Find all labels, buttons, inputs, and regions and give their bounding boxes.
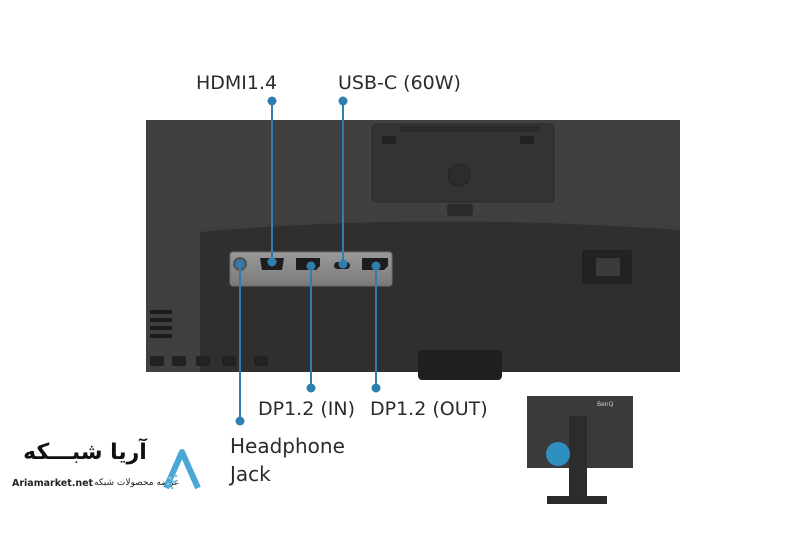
dp-in-label: DP1.2 (IN): [258, 398, 355, 420]
thumbnail-highlight-dot: [546, 442, 570, 466]
hdmi-label: HDMI1.4: [196, 72, 278, 94]
thumbnail-stand-base: [547, 496, 607, 504]
brand-name: آریا شبـــکه: [23, 440, 147, 465]
brand-watermark: آریا شبـــکه Ariamarket.net عرضه محصولات…: [10, 440, 210, 500]
brand-tagline: عرضه محصولات شبکه: [94, 478, 180, 488]
vesa-hole: [447, 163, 471, 187]
thumbnail-brand-text: BenQ: [597, 401, 614, 408]
vesa-plate: [371, 123, 555, 203]
control-buttons: [150, 356, 268, 366]
stand-slot: [418, 350, 502, 380]
headphone-label-line2: Jack: [230, 462, 271, 486]
dp-out-label: DP1.2 (OUT): [370, 398, 488, 420]
leader-lines: [235, 96, 381, 426]
monitor-thumbnail: BenQ: [527, 396, 633, 504]
thumbnail-stand-neck: [569, 416, 587, 502]
usbc-label: USB-C (60W): [338, 72, 461, 94]
brand-url: Ariamarket.net: [12, 478, 94, 489]
vent-slots: [150, 310, 172, 338]
headphone-label-line1: Headphone: [230, 434, 345, 458]
brand-logo-icon: [163, 449, 201, 490]
